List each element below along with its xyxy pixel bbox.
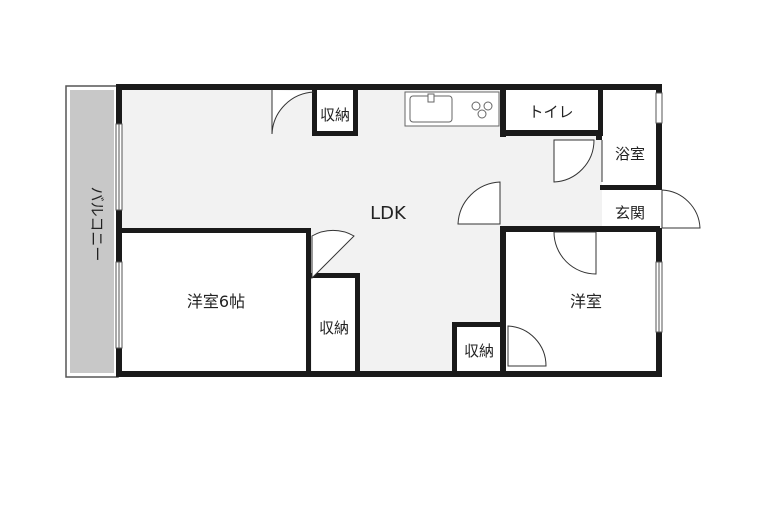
- room-label-closet-top: 収納: [320, 106, 350, 124]
- kitchen-counter: [404, 91, 500, 127]
- stove-icon: [471, 101, 493, 119]
- doors: [271, 90, 701, 367]
- windows: [115, 92, 663, 349]
- room-label-western: 洋室: [570, 292, 602, 311]
- room-label-ldk: LDK: [370, 203, 407, 224]
- room-label-bath: 浴室: [615, 145, 645, 163]
- room-label-western-6jo: 洋室6帖: [187, 292, 245, 311]
- room-label-closet-mid: 収納: [319, 319, 349, 337]
- room-label-entrance: 玄関: [615, 204, 645, 222]
- room-label-closet-bottom: 収納: [464, 342, 494, 360]
- room-labels: LDK 洋室6帖 洋室 トイレ 浴室 玄関 収納 収納 収納 バルコニー: [88, 103, 645, 360]
- room-label-toilet: トイレ: [528, 103, 573, 121]
- room-label-balcony: バルコニー: [88, 187, 106, 262]
- balcony: [65, 85, 119, 378]
